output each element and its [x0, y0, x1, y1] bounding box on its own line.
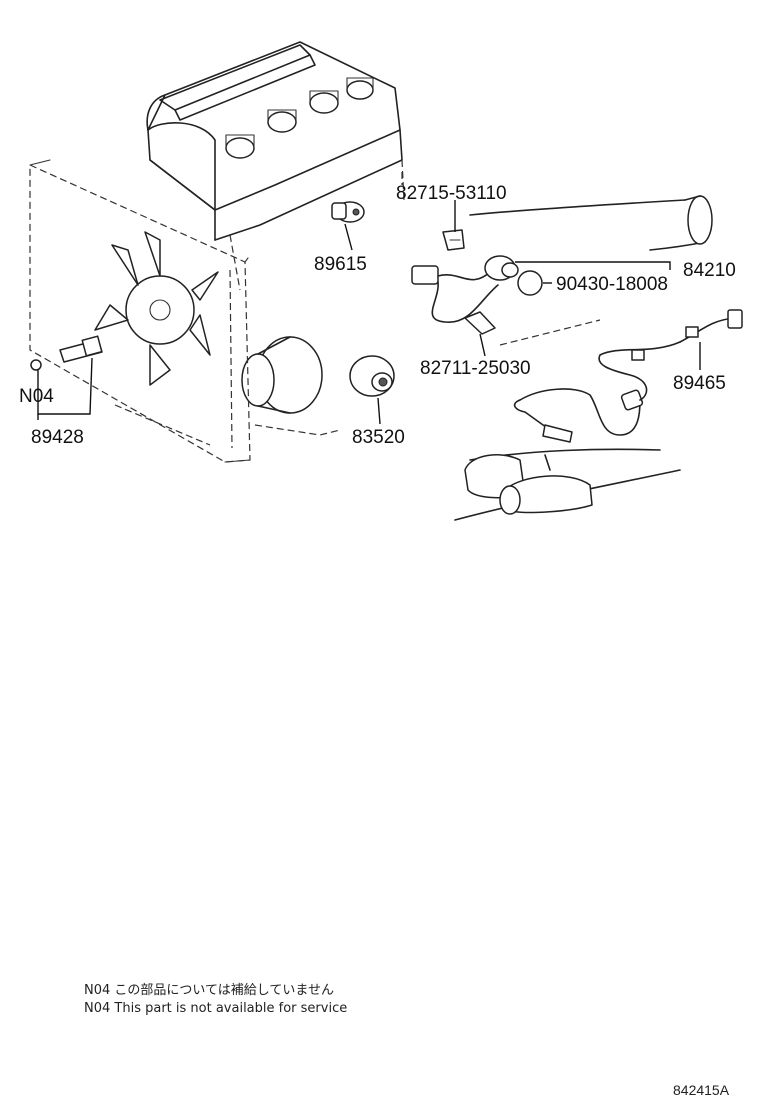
label-n04: N04: [19, 386, 54, 407]
label-84210: 84210: [683, 260, 736, 281]
sensor-icon: [349, 355, 395, 397]
label-89465: 89465: [673, 373, 726, 394]
label-83520: 83520: [352, 427, 405, 448]
label-89615: 89615: [314, 254, 367, 275]
label-82715: 82715-53110: [396, 183, 507, 204]
note-english: N04 This part is not available for servi…: [84, 1001, 347, 1016]
radiator-fan-illustration: [29, 159, 251, 463]
figure-code: 842415A: [673, 1082, 730, 1098]
label-90430: 90430-18008: [556, 274, 668, 295]
leader-lines: [37, 172, 701, 425]
label-82711: 82711-25030: [420, 358, 531, 379]
sensor-icon: [442, 229, 465, 251]
note-japanese: N04 この部品については補給していません: [84, 983, 334, 998]
sensor-icon: [30, 335, 103, 371]
sensor-icon: [411, 255, 543, 335]
engine-illustration: [146, 41, 405, 436]
part-labels: 82715-53110 89615 84210 90430-18008 8271…: [19, 183, 736, 448]
exhaust-pipe-illustration: [454, 195, 743, 521]
sensor-icon: [331, 201, 365, 223]
footnotes: N04 この部品については補給していません N04 This part is n…: [84, 983, 347, 1016]
label-89428: 89428: [31, 427, 84, 448]
